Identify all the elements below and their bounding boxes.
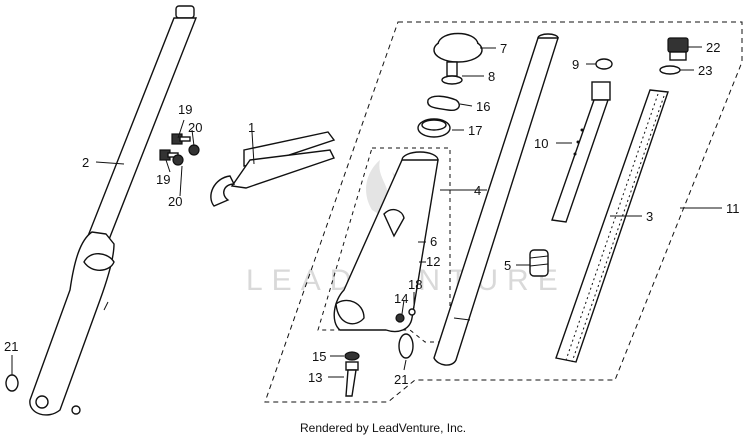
callout-9: 9 <box>572 57 579 72</box>
callout-5: 5 <box>504 258 511 273</box>
callout-8: 8 <box>488 69 495 84</box>
part-fork-slider <box>333 151 439 333</box>
part-seal-left <box>5 374 19 392</box>
part-cap-bolt <box>441 61 463 85</box>
callout-21-right: 21 <box>394 372 408 387</box>
callout-22: 22 <box>706 40 720 55</box>
part-fork-leg-assembly <box>29 5 198 416</box>
credit-text: Rendered by LeadVenture, Inc. <box>300 421 466 435</box>
callout-1: 1 <box>248 120 255 135</box>
part-oil-seal <box>417 118 451 138</box>
part-rebound-spring <box>529 249 549 277</box>
part-drain-bolt <box>395 308 416 323</box>
callout-17: 17 <box>468 123 482 138</box>
callout-10: 10 <box>534 136 548 151</box>
slider-dashed-box <box>317 147 451 343</box>
part-hose-clamp-bracket <box>210 131 336 207</box>
callout-21-left: 21 <box>4 339 18 354</box>
callout-15: 15 <box>312 349 326 364</box>
assembly-dashed-box <box>264 21 743 403</box>
part-top-bolt <box>667 37 689 61</box>
callout-20-top: 20 <box>188 120 202 135</box>
callout-19-top: 19 <box>178 102 192 117</box>
callout-4: 4 <box>474 183 481 198</box>
part-fork-spring <box>555 89 669 363</box>
part-fork-cap <box>433 32 483 63</box>
part-damper-rod <box>551 81 611 223</box>
part-top-o-ring <box>659 65 681 75</box>
callout-19-bottom: 19 <box>156 172 170 187</box>
callout-23: 23 <box>698 63 712 78</box>
callout-7: 7 <box>500 41 507 56</box>
part-fork-pipe <box>433 33 559 366</box>
callout-16: 16 <box>476 99 490 114</box>
callout-2: 2 <box>82 155 89 170</box>
callout-3: 3 <box>646 209 653 224</box>
callout-13: 13 <box>308 370 322 385</box>
callout-6: 6 <box>430 234 437 249</box>
part-piston-ring <box>595 58 613 70</box>
part-washer <box>344 351 360 361</box>
callout-11: 11 <box>726 201 740 216</box>
part-seal-right <box>398 333 414 359</box>
callout-20-bottom: 20 <box>168 194 182 209</box>
leader-lines <box>11 46 722 378</box>
callout-14: 14 <box>394 291 408 306</box>
part-socket-bolt <box>345 361 359 397</box>
part-o-ring <box>427 95 460 112</box>
part-bolts-and-washers <box>159 133 200 166</box>
callout-18: 18 <box>408 277 422 292</box>
callout-12: 12 <box>426 254 440 269</box>
